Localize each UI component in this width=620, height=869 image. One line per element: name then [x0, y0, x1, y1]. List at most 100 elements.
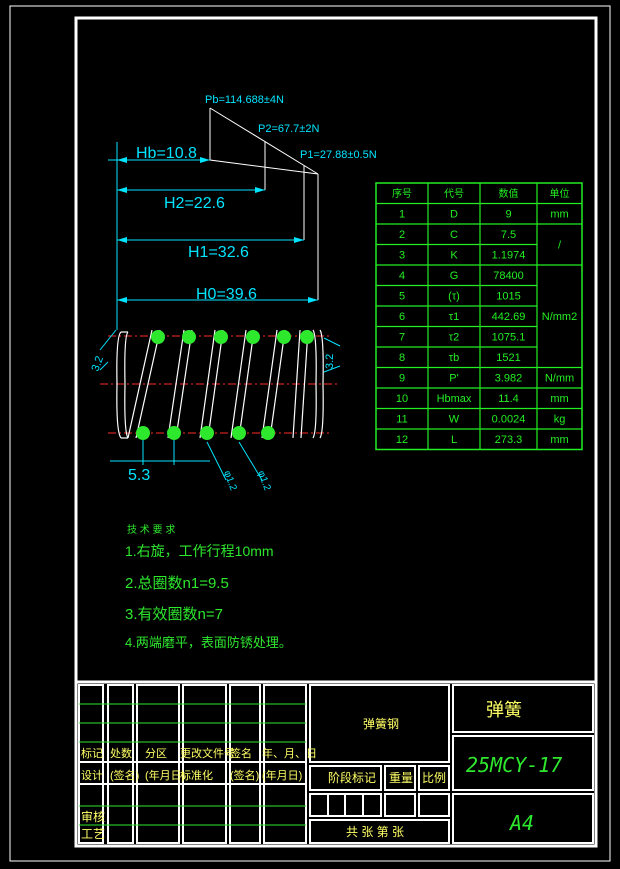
force-p1-label: P1=27.88±0.5N [300, 149, 377, 161]
spring-coils [116, 329, 324, 439]
drawing-number: 25MCY-17 [466, 753, 562, 777]
table-unit-cell: kg [554, 414, 566, 426]
table-cell: K [450, 250, 458, 262]
table-header: 代号 [444, 188, 464, 200]
table-cell: 3 [399, 250, 405, 262]
tech-item-4: 4.两端磨平，表面防锈处理。 [125, 635, 292, 650]
left-angle-dim: 3.2 [90, 355, 107, 373]
table-cell: 9 [505, 209, 511, 221]
title-block-row2-cell: (年月日) [262, 768, 302, 782]
table-cell: 7 [399, 332, 405, 344]
dim-h2: H2=22.6 [164, 195, 225, 212]
scale-label: 比例 [422, 771, 446, 785]
table-unit-cell: mm [550, 434, 568, 446]
table-cell: 1 [399, 209, 405, 221]
pitch-dim-lines [110, 440, 263, 481]
table-cell: τ1 [449, 311, 459, 323]
table-cell: τ2 [449, 332, 459, 344]
table-unit-cell: mm [550, 393, 568, 405]
force-pb-label: Pb=114.688±4N [205, 94, 284, 106]
table-cell: (τ) [448, 291, 460, 303]
dim-hb: Hb=10.8 [136, 145, 197, 162]
title-block-row1-cell: 处数 [110, 747, 132, 760]
material-label: 弹簧钢 [363, 716, 399, 731]
table-cell: 1.1974 [492, 250, 526, 262]
force-triangle [209, 107, 319, 175]
table-cell: L [451, 434, 457, 446]
table-cell: 1521 [496, 352, 520, 364]
table-cell: 4 [399, 270, 405, 282]
dimension-lines [108, 142, 318, 330]
table-header: 序号 [392, 187, 412, 200]
table-cell: 0.0024 [492, 414, 526, 426]
table-cell: 2 [399, 229, 405, 241]
table-header: 数值 [499, 187, 519, 200]
right-angle-dim: 3.2 [324, 354, 336, 369]
table-cell: 3.982 [495, 373, 523, 385]
table-cell: 6 [399, 311, 405, 323]
title-block [76, 680, 596, 844]
tech-item-1: 1.右旋，工作行程10mm [125, 543, 274, 559]
dim-h1: H1=32.6 [188, 244, 249, 261]
table-cell: P' [449, 373, 458, 385]
table-cell: 78400 [493, 270, 524, 282]
table-cell: 1015 [496, 291, 520, 303]
process-label: 工艺 [81, 827, 105, 841]
table-cell: D [450, 209, 458, 221]
force-diagram [209, 107, 319, 300]
title-block-row1-cell: 标记 [81, 746, 103, 760]
tech-item-2: 2.总圈数n1=9.5 [125, 575, 229, 592]
dim-wire-1: φ1.2 [221, 469, 238, 492]
table-cell: 11.4 [498, 393, 519, 405]
dim-wire-2: φ1.2 [255, 469, 272, 492]
title-block-row1-cell: 分区 [145, 747, 167, 760]
table-cell: G [450, 270, 459, 282]
title-block-row1-cell: 签名 [230, 746, 252, 760]
table-cell: C [450, 229, 458, 241]
table-frame [375, 182, 583, 451]
table-unit-cell: N/mm2 [542, 311, 577, 323]
title-block-row2-cell: 设计 [81, 769, 103, 782]
table-cell: 10 [396, 393, 408, 405]
weight-label: 重量 [389, 771, 413, 785]
dim-pitch: 5.3 [128, 467, 150, 484]
title-block-row1-cell: 更改文件号 [180, 746, 235, 760]
table-cell: 9 [399, 373, 405, 385]
table-cell: 273.3 [495, 434, 523, 446]
parameter-table: 序号 代号 数值 单位 1 D 9 2 C 7.5 3 K 1.1974 4 G 78400 5 (τ) 1015 6… [375, 182, 583, 451]
table-cell: 442.69 [492, 311, 526, 323]
dimension-arrows [117, 157, 318, 303]
table-cell: 11 [396, 414, 407, 426]
tech-title: 技 术 要 求 [127, 523, 175, 536]
force-p2-label: P2=67.7±2N [258, 123, 319, 135]
title-block-row2-cell: (签名) [110, 768, 139, 782]
table-cell: 5 [399, 291, 405, 303]
table-unit-cell: / [558, 239, 562, 251]
title-block-row1-cell: 年、月、日 [262, 746, 317, 760]
title-block-row2-cell: 标准化 [180, 768, 213, 782]
table-unit-cell: N/mm [545, 373, 574, 385]
wire-sections [136, 330, 314, 440]
sheet-size: A4 [508, 811, 534, 835]
table-cell: τb [449, 352, 459, 364]
inner-border [74, 16, 598, 848]
part-name: 弹簧 [486, 700, 522, 720]
sheets-label: 共 张 第 张 [346, 825, 404, 839]
table-cell: W [449, 414, 460, 426]
title-block-row2-cell: (年月日) [145, 768, 185, 782]
angle-marks [99, 329, 341, 373]
table-cell: 7.5 [501, 229, 516, 241]
dim-h0: H0=39.6 [196, 286, 257, 303]
table-cell: Hbmax [437, 393, 472, 405]
outer-border [9, 5, 611, 862]
table-header: 单位 [550, 187, 570, 200]
table-cell: 12 [396, 434, 408, 446]
title-block-rows: 标记处数分区更改文件号签名年、月、日设计(签名)(年月日)标准化(签名)(年月日… [81, 746, 317, 782]
title-block-row2-cell: (签名) [230, 768, 259, 782]
table-cell: 1075.1 [492, 332, 526, 344]
stage-label: 阶段标记 [328, 770, 376, 785]
tech-item-3: 3.有效圈数n=7 [125, 606, 223, 623]
review-label: 审核 [81, 809, 105, 824]
